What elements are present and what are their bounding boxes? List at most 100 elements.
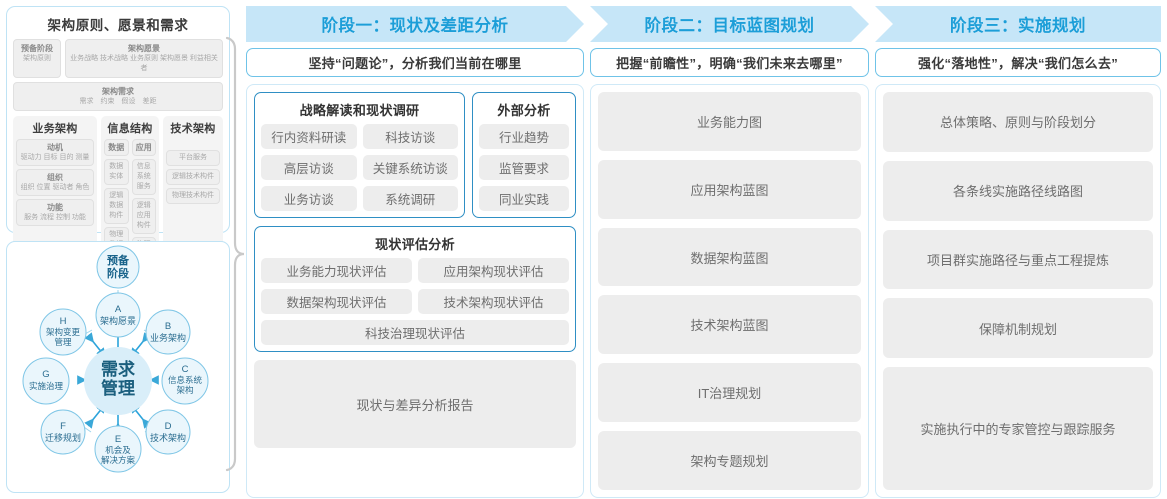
list-item[interactable]: 监管要求: [479, 155, 569, 180]
svg-text:H: H: [60, 316, 67, 327]
adm-node-c: [161, 357, 209, 405]
group-strategy-research-title: 战略解读和现状调研: [299, 103, 420, 118]
svg-text:迁移规划: 迁移规划: [45, 432, 81, 443]
list-item-full[interactable]: 科技治理现状评估: [261, 320, 569, 345]
svg-text:G: G: [42, 369, 49, 380]
togaf-vision-box: 架构愿景 业务战略 技术战略 业务原则 架构愿景 利益相关者: [65, 39, 223, 78]
togaf-technology-item: 平台服务: [166, 150, 220, 166]
list-item[interactable]: 业务访谈: [261, 186, 357, 211]
togaf-information-title: 信息结构: [107, 123, 153, 135]
adm-cycle-card: 需求 管理 预备 阶段 A 架构愿景 B 业务架构 C 信息系统 架构: [6, 241, 230, 493]
adm-node-d: [145, 409, 191, 455]
list-item[interactable]: 高层访谈: [261, 155, 357, 180]
svg-text:D: D: [165, 421, 172, 432]
togaf-vision-sub: 业务战略 技术战略 业务原则 架构愿景 利益相关者: [70, 55, 218, 72]
adm-node-b: [145, 309, 191, 355]
list-item[interactable]: 技术架构现状评估: [418, 289, 569, 314]
svg-text:C: C: [182, 364, 189, 375]
togaf-technology-item: 逻辑技术构件: [166, 169, 220, 185]
list-item[interactable]: 架构专题规划: [598, 431, 861, 490]
stage-1-motto: 坚持“问题论”，分析我们当前在哪里: [246, 48, 584, 77]
svg-text:A: A: [115, 304, 122, 315]
togaf-business-item: 组织 组织 位置 驱动者 角色: [16, 169, 94, 196]
togaf-requirement-head: 架构需求: [102, 87, 134, 96]
adm-node-h: [39, 308, 87, 356]
adm-node-a: [95, 292, 141, 338]
togaf-requirement-sub: 需求 约束 假设 差距: [79, 98, 157, 105]
list-item[interactable]: 数据架构现状评估: [261, 289, 412, 314]
togaf-data-item: 数据: [104, 139, 129, 156]
svg-text:F: F: [60, 421, 66, 432]
group-current-state-assessment-title: 现状评估分析: [375, 237, 455, 252]
list-item[interactable]: 系统调研: [362, 186, 458, 211]
list-item[interactable]: 应用架构蓝图: [598, 159, 861, 219]
stage-2-header[interactable]: 阶段二：目标蓝图规划: [590, 6, 869, 42]
stage-2-column: 阶段二：目标蓝图规划 把握“前瞻性”，明确“我们未来去哪里” 业务能力图 应用架…: [590, 6, 869, 498]
list-item[interactable]: 技术架构蓝图: [598, 295, 861, 355]
adm-cycle-svg: 需求 管理 预备 阶段 A 架构愿景 B 业务架构 C 信息系统 架构: [22, 245, 209, 473]
left-column: 架构原则、愿景和需求 预备阶段 架构原则 架构愿景 业务战略 技术战略 业务原则…: [6, 6, 230, 493]
group-external-analysis-title: 外部分析: [497, 103, 551, 118]
stage-3-column: 阶段三：实施规划 强化“落地性”，解决“我们怎么去” 总体策略、原则与阶段划分 …: [875, 6, 1161, 498]
list-item[interactable]: 业务能力现状评估: [261, 258, 412, 283]
stage-3-chevron-shape: [875, 6, 1161, 42]
list-item[interactable]: 各条线实施路径线路图: [883, 160, 1153, 221]
group-strategy-research-items: 行内资料研读 科技访谈 高层访谈 关键系统访谈 业务访谈 系统调研: [261, 124, 458, 211]
togaf-prelim-box: 预备阶段 架构原则: [13, 39, 61, 78]
svg-text:预备: 预备: [107, 253, 130, 267]
list-item[interactable]: 数据架构蓝图: [598, 227, 861, 287]
group-external-analysis: 外部分析 行业趋势 监管要求 同业实践: [472, 92, 576, 218]
svg-text:架构: 架构: [176, 385, 193, 395]
stage-3-body: 总体策略、原则与阶段划分 各条线实施路径线路图 项目群实施路径与重点工程提炼 保…: [875, 84, 1161, 498]
togaf-business-item: 功能 服务 流程 控制 功能: [16, 199, 94, 226]
list-item[interactable]: 项目群实施路径与重点工程提炼: [883, 229, 1153, 290]
stage-2-body: 业务能力图 应用架构蓝图 数据架构蓝图 技术架构蓝图 IT治理规划 架构专题规划: [590, 84, 869, 498]
stage-1-header[interactable]: 阶段一：现状及差距分析: [246, 6, 584, 42]
togaf-application-item: 信息系统服务: [131, 159, 156, 195]
list-item[interactable]: 业务能力图: [598, 92, 861, 151]
group-strategy-research: 战略解读和现状调研 行内资料研读 科技访谈 高层访谈 关键系统访谈 业务访谈 系…: [254, 92, 465, 218]
stage-1-chevron-shape: [246, 6, 584, 42]
stage-3-title: 阶段三：实施规划: [950, 17, 1086, 35]
stage-1-report[interactable]: 现状与差异分析报告: [254, 360, 576, 448]
list-item[interactable]: 实施执行中的专家管控与跟踪服务: [883, 367, 1153, 490]
svg-text:机会及: 机会及: [105, 445, 131, 455]
list-item[interactable]: IT治理规划: [598, 363, 861, 423]
list-item[interactable]: 同业实践: [479, 186, 569, 211]
list-item[interactable]: 科技访谈: [362, 124, 458, 149]
svg-text:B: B: [165, 321, 171, 332]
svg-text:架构愿景: 架构愿景: [100, 315, 136, 326]
stage-3-header[interactable]: 阶段三：实施规划: [875, 6, 1161, 42]
list-item[interactable]: 关键系统访谈: [362, 155, 458, 180]
adm-node-f: [40, 409, 86, 455]
list-item[interactable]: 应用架构现状评估: [418, 258, 569, 283]
svg-text:需求: 需求: [101, 359, 135, 379]
stage-2-motto: 把握“前瞻性”，明确“我们未来去哪里”: [590, 48, 869, 77]
togaf-application-item: 逻辑应用构件: [131, 198, 156, 234]
togaf-technology-title: 技术架构: [170, 123, 216, 135]
stage-1-top-row: 战略解读和现状调研 行内资料研读 科技访谈 高层访谈 关键系统访谈 业务访谈 系…: [254, 92, 576, 218]
togaf-business-title: 业务架构: [32, 123, 78, 135]
togaf-card-title: 架构原则、愿景和需求: [47, 18, 189, 33]
list-item[interactable]: 保障机制规划: [883, 298, 1153, 359]
svg-text:管理: 管理: [54, 337, 72, 347]
stage-2-chevron-shape: [590, 6, 869, 42]
togaf-prelim-sub: 架构原则: [23, 55, 51, 62]
togaf-requirement-box: 架构需求 需求 约束 假设 差距: [13, 82, 223, 111]
svg-text:实施治理: 实施治理: [29, 381, 64, 391]
stage-1-title: 阶段一：现状及差距分析: [321, 17, 509, 35]
group-current-state-assessment: 现状评估分析 业务能力现状评估 应用架构现状评估 数据架构现状评估 技术架构现状…: [254, 226, 576, 352]
svg-text:管理: 管理: [101, 378, 135, 398]
list-item[interactable]: 行内资料研读: [261, 124, 357, 149]
adm-node-g: [22, 357, 70, 405]
group-external-analysis-items: 行业趋势 监管要求 同业实践: [479, 124, 569, 211]
togaf-application-item: 应用: [131, 139, 156, 156]
togaf-framework-card: 架构原则、愿景和需求 预备阶段 架构原则 架构愿景 业务战略 技术战略 业务原则…: [6, 6, 230, 323]
adm-node-prelim: [96, 245, 140, 289]
togaf-vision-head: 架构愿景: [128, 44, 160, 53]
list-item[interactable]: 总体策略、原则与阶段划分: [883, 92, 1153, 152]
adm-node-e: [94, 425, 142, 473]
togaf-prelim-head: 预备阶段: [21, 44, 53, 53]
list-item[interactable]: 行业趋势: [479, 124, 569, 149]
group-current-state-assessment-items: 业务能力现状评估 应用架构现状评估 数据架构现状评估 技术架构现状评估: [261, 258, 569, 314]
